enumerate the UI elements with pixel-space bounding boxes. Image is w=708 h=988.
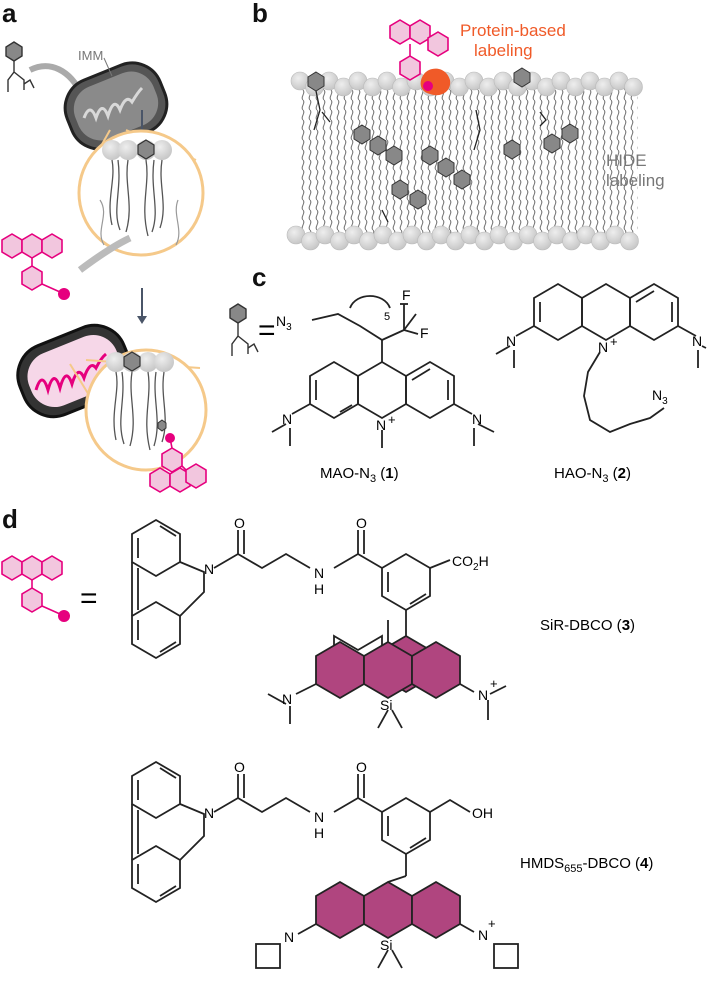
sir-n-ring: N [204, 561, 214, 577]
hao-n3-n-left: N [506, 333, 516, 349]
equals-sign-c: = [258, 314, 276, 347]
panel-b-letter: b [252, 0, 268, 28]
hao-n3-caption: HAO-N3 (2) [554, 465, 631, 485]
lipid-head [624, 77, 643, 97]
mao-n3-caption: MAO-N3 (1) [320, 465, 399, 485]
sir-co2h: CO2H [452, 553, 489, 573]
mao-n3-f2: F [420, 325, 429, 341]
panel-a-letter: a [2, 0, 17, 28]
lipid-bilayer [286, 71, 643, 251]
hide-labeling-label-2: labeling [606, 171, 665, 190]
hmds-n-left: N [284, 929, 294, 945]
hide-probe-icon [5, 41, 35, 92]
hmds-oh: OH [472, 805, 493, 821]
sir-n-left: N [282, 691, 292, 707]
imm-label: IMM [78, 48, 103, 63]
sir-o-amide1: O [234, 515, 245, 531]
dye-probe-icon-a [1, 233, 70, 300]
sir-si: Si [380, 697, 392, 713]
mao-n3-n-left: N [282, 411, 292, 427]
sir-dbco-caption: SiR-DBCO (3) [540, 617, 635, 634]
mao-n3-five: 5 [384, 311, 390, 323]
equals-sign-d: = [80, 582, 98, 615]
lipid-heads-bottom [286, 225, 639, 251]
click-arrow [77, 234, 132, 273]
hide-labeling-label-1: HIDE [606, 151, 647, 170]
hao-n3-n-center: N [598, 339, 608, 355]
sir-n-right: N [478, 687, 488, 703]
mao-n3-n-center: N [376, 417, 386, 433]
dye-probe-icon-d [1, 555, 70, 622]
membrane-zoom-1 [77, 129, 205, 257]
hmds-n-ring: N [204, 805, 214, 821]
hmds-n-right: N [478, 927, 488, 943]
down-arrow-2 [137, 288, 147, 324]
hmds-dbco-structure [131, 760, 471, 904]
hmds-dye-core [255, 875, 519, 969]
hao-n3-azide: N3 [652, 387, 668, 407]
hmds-si: Si [380, 937, 392, 953]
membrane-zoom-2 [69, 348, 208, 472]
mao-n3-f1: F [402, 287, 411, 303]
sir-nh: N [314, 565, 324, 581]
protein-labeling-label-1: Protein-based [460, 21, 566, 40]
protein-labeling-label-2: labeling [474, 41, 533, 60]
hmds-dbco-caption: HMDS655-DBCO (4) [520, 855, 653, 875]
hmds-nh: N [314, 809, 324, 825]
mao-n3-plus: + [388, 412, 396, 427]
hide-probe-icon-c [229, 303, 259, 356]
sir-o-amide2: O [356, 515, 367, 531]
hmds-plus: + [488, 916, 496, 931]
protein-label-dye [389, 19, 451, 96]
imm-pointer [103, 57, 113, 77]
sir-h: H [314, 581, 324, 597]
hao-n3-n-right: N [692, 333, 702, 349]
mao-n3-n-right: N [472, 411, 482, 427]
hao-n3-plus: + [610, 334, 618, 349]
sir-plus: + [490, 676, 498, 691]
hmds-h: H [314, 825, 324, 841]
hide-probes-in-membrane [307, 67, 579, 223]
mao-n3-structure [271, 295, 495, 448]
dye-probe-attached [149, 433, 207, 493]
mao-n3-azide: N3 [276, 313, 292, 333]
lipid-head [620, 231, 639, 251]
panel-d-letter: d [2, 504, 18, 534]
hmds-o-amide2: O [356, 759, 367, 775]
panel-c-letter: c [252, 262, 266, 292]
sir-dye-core [267, 620, 507, 729]
hao-n3-structure [495, 282, 707, 434]
hmds-o-amide1: O [234, 759, 245, 775]
